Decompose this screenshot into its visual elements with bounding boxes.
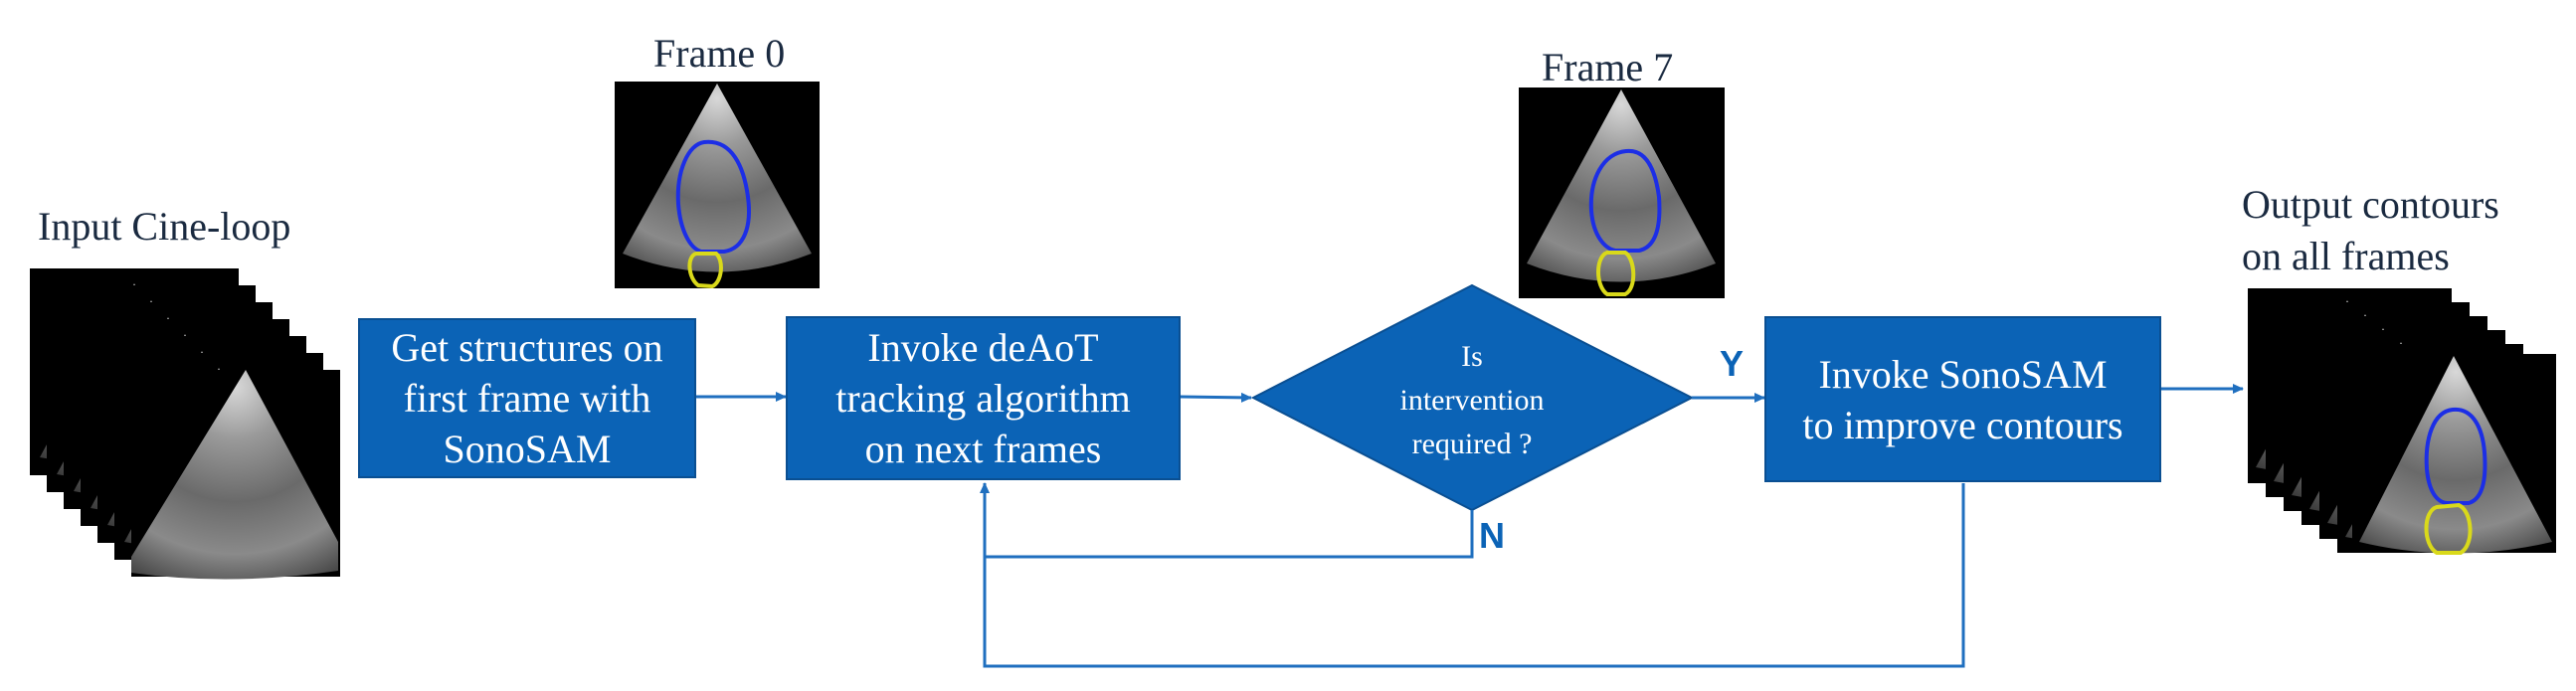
get-structures-line1: Get structures on — [391, 325, 663, 370]
decision-line1: Is — [1461, 340, 1483, 373]
arrow-sonosam-feedback-loop — [983, 483, 1965, 668]
invoke-sonosam-box: Invoke SonoSAM to improve contours — [1764, 316, 2161, 482]
branch-yes-label: Y — [1720, 343, 1745, 384]
get-structures-line3: SonoSAM — [443, 427, 612, 471]
invoke-sonosam-line1: Invoke SonoSAM — [1818, 351, 2108, 397]
decision-line2: intervention — [1399, 384, 1545, 417]
frame0-lv-contour — [675, 139, 751, 254]
invoke-sonosam-line2: to improve contours — [1802, 402, 2123, 447]
invoke-deaot-line1: Invoke deAoT — [867, 325, 1099, 370]
input-cine-loop-stack — [30, 268, 340, 580]
decision-line3: required ? — [1411, 428, 1533, 460]
output-contours-label-line1: Output contours — [2242, 182, 2499, 227]
invoke-deaot-line2: tracking algorithm — [835, 376, 1131, 421]
output-contours-stack — [2248, 288, 2556, 555]
get-structures-line2: first frame with — [403, 376, 651, 421]
frame0-image — [615, 82, 820, 289]
frame7-image — [1519, 87, 1725, 298]
output-la-contour — [2424, 502, 2473, 555]
frame7-la-contour — [1596, 251, 1636, 296]
frame7-lv-contour — [1588, 148, 1662, 253]
output-contours-label-line2: on all frames — [2242, 234, 2450, 278]
branch-no-label: N — [1479, 515, 1505, 556]
input-cine-loop-label: Input Cine-loop — [38, 204, 291, 249]
invoke-deaot-line3: on next frames — [864, 427, 1102, 471]
frame0-la-contour — [687, 252, 723, 289]
invoke-deaot-box: Invoke deAoT tracking algorithm on next … — [786, 316, 1181, 480]
arrow-decision-no-loop — [980, 482, 1474, 559]
flow-arrows — [696, 384, 2244, 668]
arrow-deaot-to-decision — [1180, 392, 1252, 403]
output-lv-contour — [2424, 407, 2487, 505]
frame0-label: Frame 0 — [653, 31, 786, 76]
frame7-label: Frame 7 — [1542, 45, 1674, 89]
get-structures-box: Get structures on first frame with SonoS… — [358, 318, 696, 478]
